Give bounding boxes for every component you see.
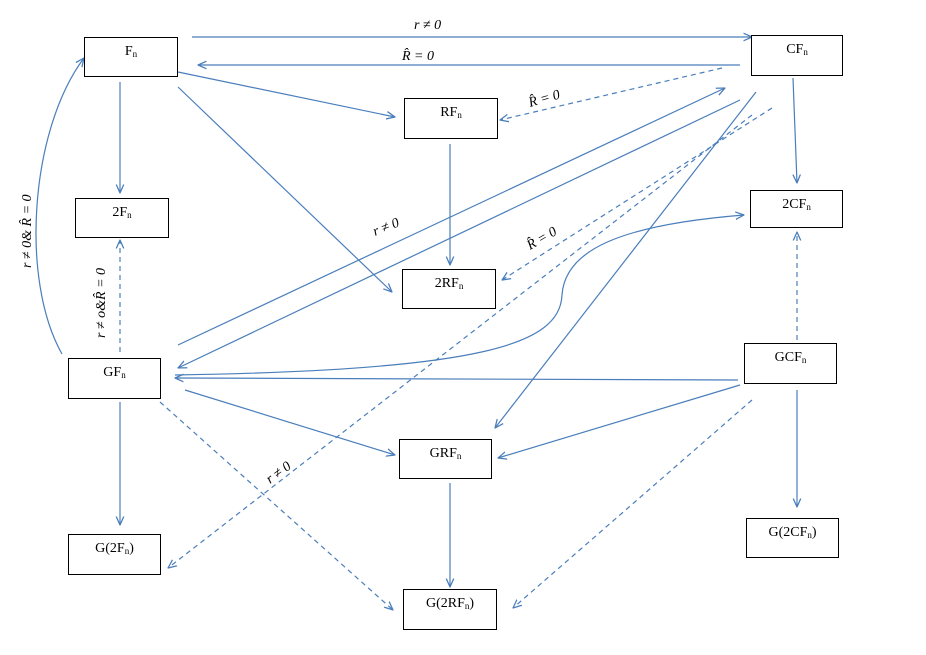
label-fn-2rfn-r-ne-0: r ≠ 0 (371, 216, 402, 240)
label-gfn-2fn-combined: r ≠ o&R̂ = 0 (93, 268, 109, 338)
label-gfn-fn-combined: r ≠ 0& R̂ = 0 (19, 194, 35, 268)
node-2fn: 2Fn (75, 198, 169, 238)
node-2rfn: 2RFn (402, 269, 496, 309)
node-cfn-label: CFn (786, 42, 808, 57)
node-rfn: RFn (404, 98, 498, 139)
label-fn-cfn-r-ne-0: r ≠ 0 (414, 18, 441, 33)
edge-fn-to-2rfn (177, 86, 392, 292)
edge-cfn-to-gfn (178, 99, 741, 368)
node-2cfn: 2CFn (750, 190, 843, 228)
node-fn: Fn (84, 37, 178, 77)
edge-gcfn-to-g2rfn-dashed (513, 399, 753, 608)
edge-gfn-curve-to-2cfn (174, 215, 744, 376)
label-cfn-rfn-rhat-eq-0: R̂ = 0 (526, 86, 562, 111)
node-gcfn: GCFn (744, 343, 837, 384)
edge-gfn-to-grfn (184, 389, 395, 455)
node-grfn: GRFn (399, 439, 492, 479)
node-g2cfn-label: G(2CFn) (768, 525, 817, 540)
node-gfn-label: GFn (103, 365, 126, 380)
edge-cfn-to-rfn-dashed (500, 67, 723, 120)
node-2fn-label: 2Fn (112, 205, 132, 220)
edge-cfn-to-g2fn-dashed (168, 114, 753, 568)
node-rfn-label: RFn (440, 105, 462, 120)
edge-cfn-to-grfn (495, 91, 757, 428)
node-g2fn-label: G(2Fn) (95, 541, 134, 556)
edge-gfn-to-cfn (177, 88, 725, 346)
node-2rfn-label: 2RFn (434, 276, 464, 291)
node-g2cfn: G(2CFn) (746, 518, 839, 558)
edge-gcfn-to-gfn (175, 378, 739, 380)
edge-fn-to-rfn (177, 71, 395, 117)
node-gcfn-label: GCFn (774, 350, 807, 365)
node-g2rfn-label: G(2RFn) (425, 596, 475, 611)
node-2cfn-label: 2CFn (782, 197, 811, 212)
node-grfn-label: GRFn (429, 446, 462, 461)
edge-gcfn-to-grfn (498, 384, 741, 458)
edge-gfn-to-g2rfn-dashed (159, 401, 393, 610)
node-gfn: GFn (68, 358, 161, 399)
node-g2fn: G(2Fn) (68, 534, 161, 575)
label-cfn-g2fn-r-ne-0: r ≠ 0 (264, 459, 295, 487)
edge-cfn-to-2cfn (793, 77, 797, 183)
node-fn-label: Fn (124, 44, 138, 59)
node-g2rfn: G(2RFn) (403, 589, 497, 630)
label-cfn-2rfn-rhat-eq-0: R̂ = 0 (523, 223, 560, 254)
node-cfn: CFn (751, 35, 843, 76)
edge-gfn-to-fn (35, 58, 84, 355)
label-cfn-fn-rhat-eq-0: R̂ = 0 (401, 48, 434, 64)
